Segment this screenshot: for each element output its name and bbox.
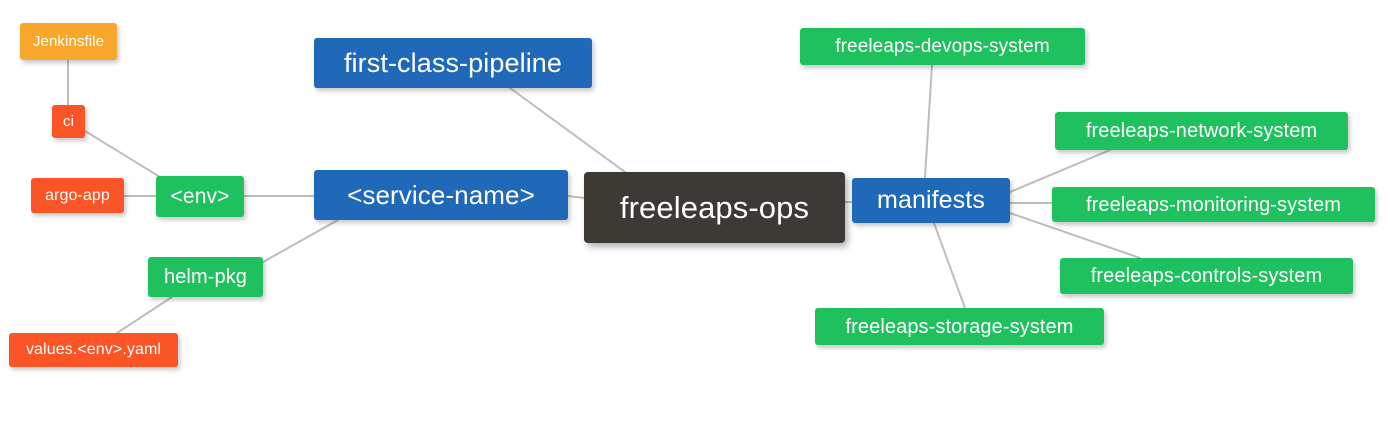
node-freeleaps-monitoring-system[interactable]: freeleaps-monitoring-system [1052, 187, 1375, 222]
node-manifests[interactable]: manifests [852, 178, 1010, 223]
edge-manifests-storage [933, 222, 966, 309]
edge-helm-pkg-service-name [262, 219, 339, 263]
node-values-yaml[interactable]: values.<env>.yaml [9, 333, 178, 367]
edge-first-class-pipeline-ops [509, 87, 626, 173]
edge-values-yaml-helm-pkg [116, 296, 173, 334]
node-ci[interactable]: ci [52, 105, 85, 138]
node-freeleaps-storage-system[interactable]: freeleaps-storage-system [815, 308, 1104, 345]
edge-ci-env [84, 130, 161, 178]
edge-service-name-ops [567, 195, 585, 199]
node-freeleaps-network-system[interactable]: freeleaps-network-system [1055, 112, 1348, 150]
node-jenkinsfile[interactable]: Jenkinsfile [20, 23, 117, 60]
node-freeleaps-devops-system[interactable]: freeleaps-devops-system [800, 28, 1085, 65]
node-first-class-pipeline[interactable]: first-class-pipeline [314, 38, 592, 88]
edge-manifests-network [1009, 149, 1111, 193]
node-env[interactable]: <env> [156, 176, 244, 217]
node-helm-pkg[interactable]: helm-pkg [148, 257, 263, 297]
node-freeleaps-ops[interactable]: freeleaps-ops [584, 172, 845, 243]
edge-manifests-devops [924, 64, 933, 179]
node-argo-app[interactable]: argo-app [31, 178, 124, 213]
node-freeleaps-controls-system[interactable]: freeleaps-controls-system [1060, 258, 1353, 294]
node-service-name[interactable]: <service-name> [314, 170, 568, 220]
